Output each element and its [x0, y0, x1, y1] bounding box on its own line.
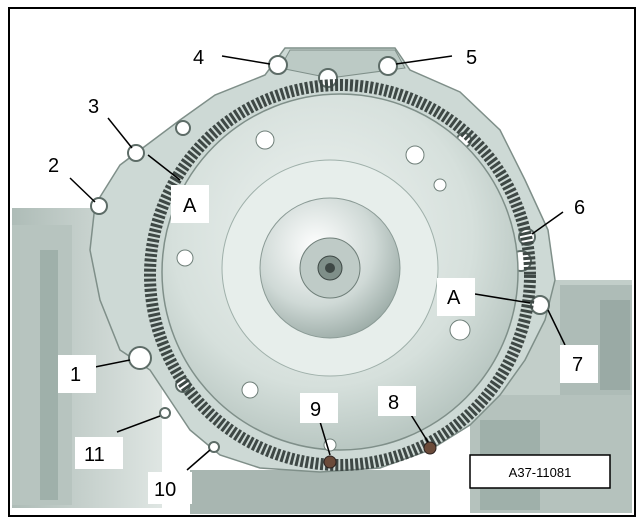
- callout-3: 3: [88, 96, 99, 118]
- callout-7: 7: [572, 354, 583, 376]
- leader-5: [395, 55, 453, 65]
- bolt-markers: [323, 441, 437, 469]
- reference-box: A37-11081: [469, 454, 611, 489]
- reference-id: A37-11081: [509, 465, 572, 480]
- callout-A-right: A: [447, 287, 461, 309]
- callout-10: 10: [154, 479, 176, 501]
- leader-4: [221, 55, 271, 65]
- leader-A-right: [474, 293, 531, 304]
- callout-9-box: [300, 393, 338, 423]
- leader-2: [69, 177, 96, 203]
- leader-11: [116, 415, 161, 433]
- callout-10-box: [148, 472, 192, 504]
- callout-A-left-box: [171, 185, 209, 223]
- leader-6: [531, 211, 564, 235]
- callout-6: 6: [574, 197, 585, 219]
- ring-gear: [144, 79, 536, 471]
- leader-1: [94, 359, 131, 368]
- callout-7-box: [560, 345, 598, 383]
- callout-1-box: [58, 355, 96, 393]
- callout-4: 4: [193, 47, 204, 69]
- callout-8: 8: [388, 392, 399, 414]
- callout-8-box: [378, 386, 416, 416]
- leader-7: [547, 309, 566, 346]
- leader-3: [107, 117, 133, 149]
- callout-5: 5: [466, 47, 477, 69]
- callout-A-right-box: [437, 278, 475, 316]
- flex-plate: [161, 93, 519, 452]
- leader-A-left: [147, 154, 181, 181]
- callout-1: 1: [70, 364, 81, 386]
- callout-9: 9: [310, 399, 321, 421]
- callout-11-box: [75, 437, 123, 469]
- callout-A-left: A: [183, 195, 197, 217]
- callout-2: 2: [48, 155, 59, 177]
- leader-lines: [69, 55, 566, 471]
- callout-labels: 4 5 3 2 A 6 A 7 1 9 8 11 10: [48, 47, 598, 504]
- callout-11: 11: [84, 444, 105, 466]
- leader-10: [186, 449, 211, 471]
